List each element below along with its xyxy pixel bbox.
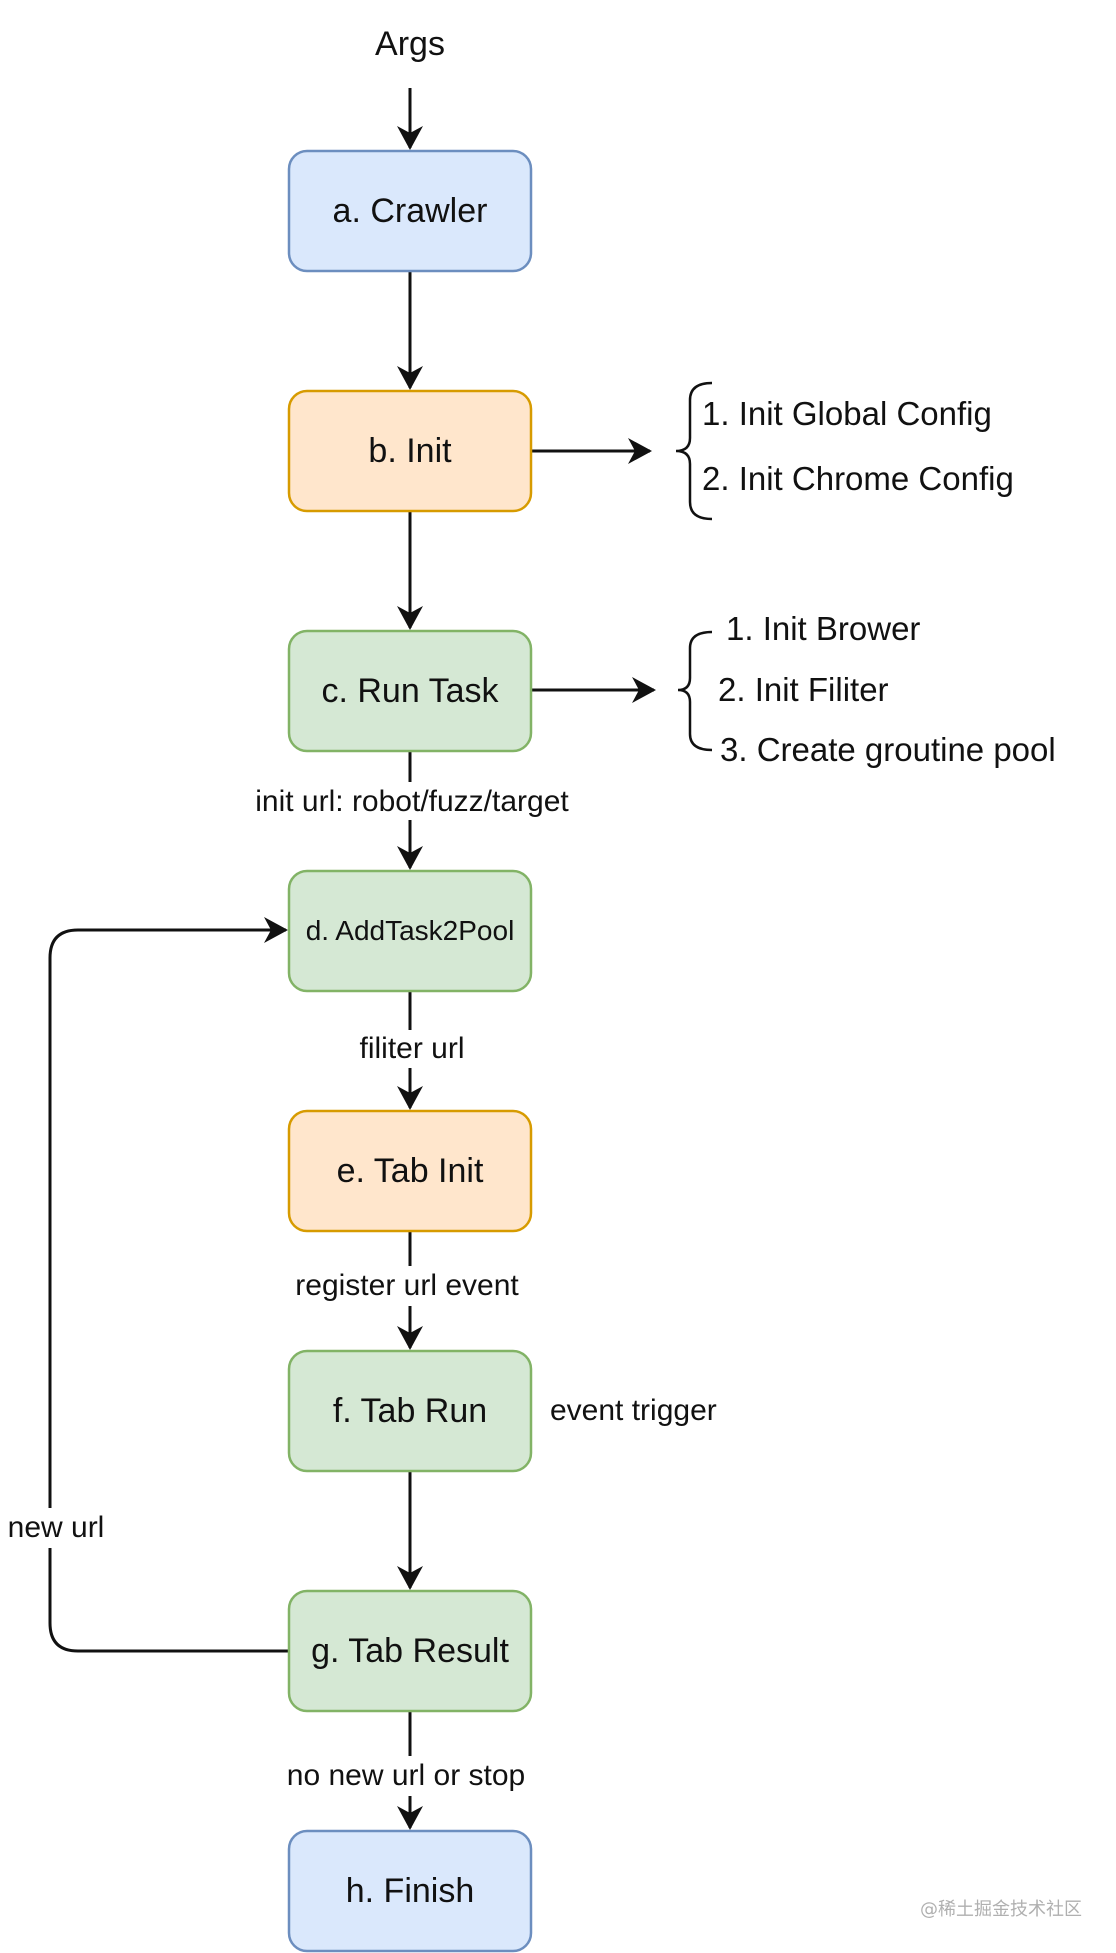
node-tab-init-label: e. Tab Init [337, 1152, 484, 1190]
run-task-detail-item: 2. Init Filiter [718, 671, 889, 708]
run-task-detail-item: 1. Init Brower [726, 610, 920, 647]
init-detail-item: 2. Init Chrome Config [702, 460, 1014, 497]
edge-label-register-url-event: register url event [295, 1269, 519, 1302]
brace-init-details [675, 381, 713, 521]
node-crawler-label: a. Crawler [333, 192, 488, 230]
edge-label-bg [268, 1266, 546, 1306]
edge-label-init-url: init url: robot/fuzz/target [255, 785, 569, 818]
node-run-task-box [287, 629, 533, 753]
node-tab-init-box [287, 1109, 533, 1233]
edge-loop-new-url [48, 917, 288, 1653]
node-finish-box [287, 1829, 533, 1953]
brace-run-task-details [677, 630, 713, 752]
node-init-box [287, 389, 533, 513]
init-detail-item: 1. Init Global Config [702, 395, 992, 432]
node-crawler: a. Crawler [287, 149, 533, 273]
node-init-label: b. Init [368, 432, 452, 470]
node-run-task-label: c. Run Task [321, 672, 499, 710]
node-tab-init: e. Tab Init [287, 1109, 533, 1233]
node-run-task: c. Run Task [287, 629, 533, 753]
run-task-detail-item: 3. Create groutine pool [720, 731, 1056, 768]
watermark: @稀土掘金技术社区 [920, 1899, 1082, 1920]
node-tab-run-label: f. Tab Run [333, 1392, 487, 1430]
node-add-task-label: d. AddTask2Pool [306, 915, 515, 946]
edge-label-filiter-url: filiter url [359, 1032, 464, 1065]
node-tab-run: f. Tab Run [287, 1349, 533, 1473]
node-tab-run-box [287, 1349, 533, 1473]
args-label: Args [375, 25, 445, 63]
node-tab-result: g. Tab Result [287, 1589, 533, 1713]
node-init: b. Init [287, 389, 533, 513]
edge-label-bg [236, 782, 586, 820]
edge-label-bg [0, 1508, 112, 1548]
node-tab-result-label: g. Tab Result [311, 1632, 509, 1670]
node-finish-label: h. Finish [346, 1872, 475, 1910]
edge-label-new-url: new url [8, 1511, 105, 1544]
edge-label-bg [348, 1030, 476, 1068]
edge-label-bg [270, 1756, 540, 1796]
node-add-task-box [287, 869, 533, 993]
node-crawler-box [287, 149, 533, 273]
label-event-trigger: event trigger [550, 1394, 717, 1427]
node-finish: h. Finish [287, 1829, 533, 1953]
node-add-task-2-pool: d. AddTask2Pool [287, 869, 533, 993]
node-tab-result-box [287, 1589, 533, 1713]
edge-label-no-new-url: no new url or stop [287, 1759, 525, 1792]
